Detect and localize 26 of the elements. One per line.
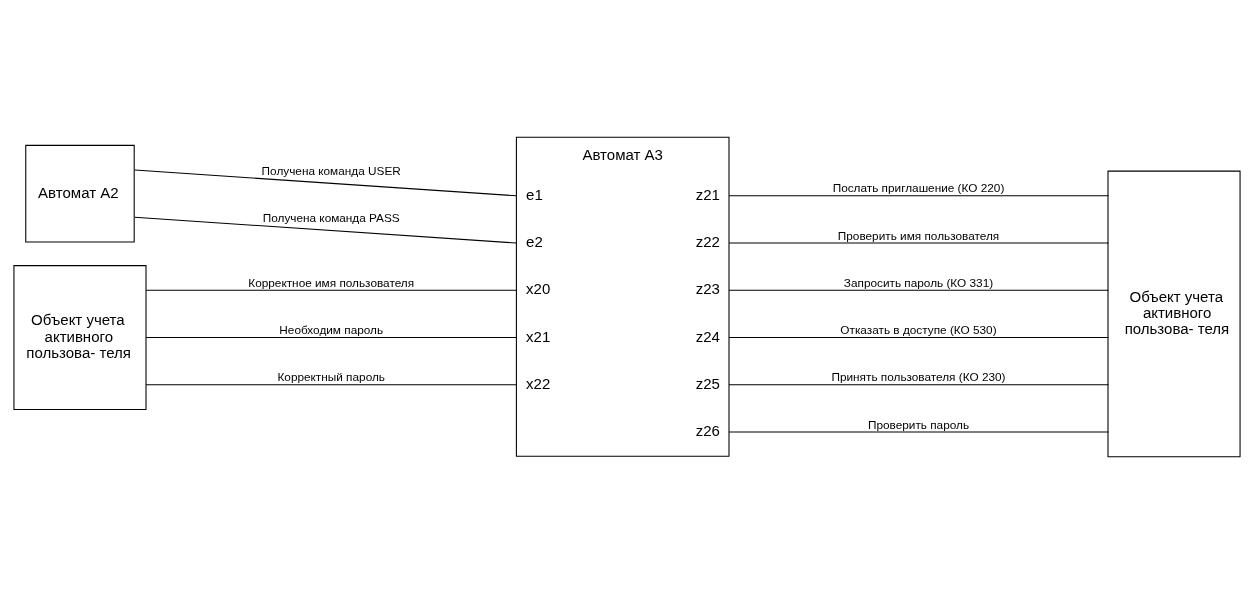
edge-label: Послать приглашение (КО 220)	[832, 180, 1005, 195]
connector	[728, 242, 1110, 244]
edge-label: Необходим пароль	[279, 322, 384, 337]
edge-label: Отказать в доступе (КО 530)	[840, 322, 997, 337]
edge-label: Получена команда PASS	[262, 210, 400, 225]
connector	[145, 336, 517, 338]
edge-label: Принять пользователя (КО 230)	[831, 369, 1006, 384]
connector	[728, 336, 1110, 338]
edge-label: Корректный пароль	[277, 369, 385, 384]
connector	[728, 383, 1110, 385]
connector	[134, 169, 517, 196]
edge-label: Проверить имя пользователя	[837, 228, 1000, 243]
edge-label: Получена команда USER	[261, 163, 401, 178]
node-box: Автомат A2	[25, 144, 135, 242]
connector	[134, 216, 517, 244]
connector	[728, 194, 1110, 196]
edge-label: Корректное имя пользователя	[248, 275, 415, 290]
node-box: Объект учета активного пользова- теля	[13, 264, 147, 410]
connector	[145, 383, 517, 385]
edge-label: Запросить пароль (КО 331)	[843, 275, 994, 290]
connector	[145, 289, 517, 291]
connector	[728, 289, 1110, 291]
edge-label: Проверить пароль	[867, 417, 970, 432]
node-box: Объект учета активного пользова- теля	[1107, 170, 1241, 457]
connector	[728, 430, 1110, 433]
node-box: Автомат A3 e1 z21 e2 z22 x20 z23 x21 z24 x22 z25 z26	[515, 136, 730, 457]
